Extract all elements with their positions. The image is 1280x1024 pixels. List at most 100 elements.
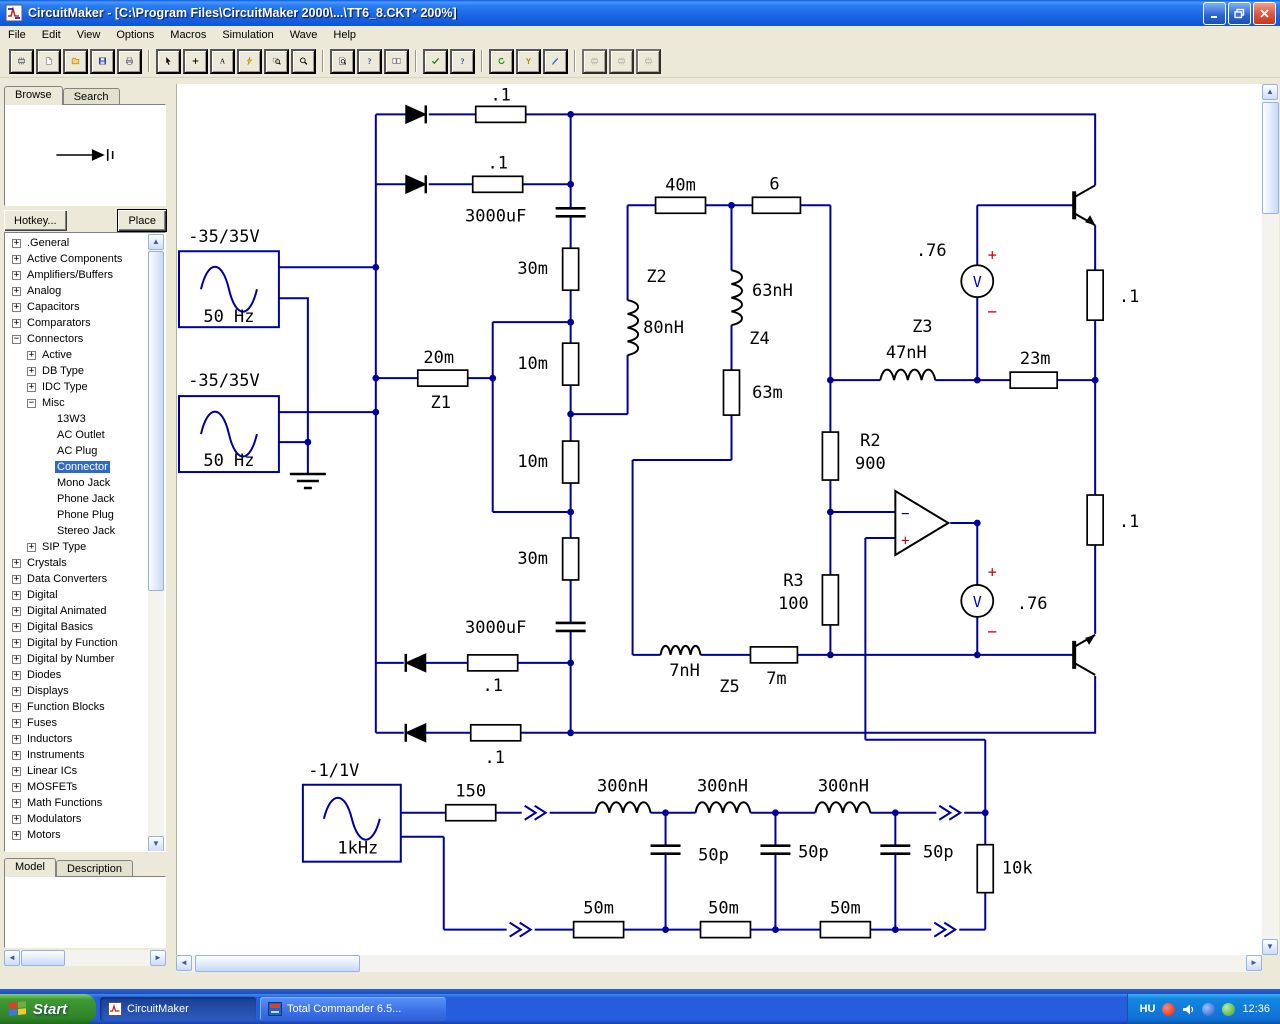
- resistor[interactable]: [654, 196, 707, 215]
- menu-help[interactable]: Help: [333, 29, 357, 41]
- tree-item-digital-animated[interactable]: +Digital Animated: [7, 603, 147, 619]
- tree-item-analog[interactable]: +Analog: [7, 283, 147, 299]
- diode[interactable]: [404, 653, 427, 673]
- canvas-vscrollbar[interactable]: ▲ ▼: [1262, 84, 1279, 955]
- tree-item-diodes[interactable]: +Diodes: [7, 667, 147, 683]
- wire-tool-button[interactable]: [183, 48, 208, 74]
- resistor[interactable]: [561, 537, 580, 581]
- multimeter-display-button[interactable]: [609, 48, 634, 74]
- expand-icon[interactable]: +: [12, 829, 21, 840]
- save-file-button[interactable]: [90, 48, 115, 74]
- resistor[interactable]: [561, 247, 580, 292]
- resistor[interactable]: [444, 803, 497, 822]
- transistor-pnp[interactable]: [1072, 634, 1096, 676]
- resistor[interactable]: [1086, 494, 1104, 546]
- voltmeter[interactable]: [960, 584, 995, 618]
- run-simulation-button[interactable]: [543, 48, 568, 74]
- expand-icon[interactable]: +: [12, 301, 21, 312]
- resistor[interactable]: [466, 654, 519, 672]
- tree-item-linear-ics[interactable]: +Linear ICs: [7, 763, 147, 779]
- tree-item-motors[interactable]: +Motors: [7, 827, 147, 843]
- collapse-icon[interactable]: −: [12, 333, 21, 344]
- ac-source-1khz[interactable]: [301, 783, 402, 863]
- tree-item-digital-by-number[interactable]: +Digital by Number: [7, 651, 147, 667]
- tree-item-math-functions[interactable]: +Math Functions: [7, 795, 147, 811]
- close-button[interactable]: [1253, 1, 1276, 25]
- resistor[interactable]: [821, 574, 840, 626]
- fit-to-page-button[interactable]: [330, 48, 355, 74]
- restore-button[interactable]: [1228, 1, 1251, 25]
- expand-icon[interactable]: +: [12, 797, 21, 808]
- tree-item-displays[interactable]: +Displays: [7, 683, 147, 699]
- resistor[interactable]: [469, 723, 522, 742]
- context-help-button[interactable]: ?: [450, 48, 475, 74]
- expand-icon[interactable]: +: [12, 269, 21, 280]
- scroll-right-icon[interactable]: ►: [1246, 955, 1262, 971]
- tree-item-sip-type[interactable]: +SIP Type: [7, 539, 147, 555]
- menu-options[interactable]: Options: [116, 29, 155, 41]
- tree-item-digital-by-function[interactable]: +Digital by Function: [7, 635, 147, 651]
- zoom-tool-button[interactable]: [291, 48, 316, 74]
- help-button[interactable]: ?: [357, 48, 382, 74]
- expand-icon[interactable]: +: [27, 541, 36, 552]
- start-button[interactable]: Start: [0, 994, 96, 1024]
- tab-browse[interactable]: Browse: [4, 86, 63, 105]
- menu-macros[interactable]: Macros: [170, 29, 207, 41]
- tree-item-data-converters[interactable]: +Data Converters: [7, 571, 147, 587]
- resistor[interactable]: [471, 175, 524, 194]
- tree-item-db-type[interactable]: +DB Type: [7, 363, 147, 379]
- resistor[interactable]: [722, 369, 741, 416]
- expand-icon[interactable]: +: [12, 813, 21, 824]
- tree-item-13w3[interactable]: 13W3: [7, 411, 147, 427]
- tree-item-modulators[interactable]: +Modulators: [7, 811, 147, 827]
- diode[interactable]: [405, 104, 428, 125]
- tray-status-icon[interactable]: [1222, 1002, 1236, 1016]
- tree-item-function-blocks[interactable]: +Function Blocks: [7, 699, 147, 715]
- voltmeter[interactable]: [960, 264, 995, 299]
- tree-item-capacitors[interactable]: +Capacitors: [7, 299, 147, 315]
- scroll-up-icon[interactable]: ▲: [148, 234, 164, 250]
- canvas-hscrollbar[interactable]: ◄ ►: [176, 955, 1262, 972]
- expand-icon[interactable]: +: [12, 557, 21, 568]
- ac-source-50hz-2[interactable]: [177, 395, 280, 474]
- collapse-icon[interactable]: −: [27, 397, 36, 408]
- tree-item--general[interactable]: +.General: [7, 235, 147, 251]
- tree-item-digital[interactable]: +Digital: [7, 587, 147, 603]
- tree-item-connector[interactable]: Connector: [7, 459, 147, 475]
- hotkey-button[interactable]: Hotkey...: [4, 210, 67, 231]
- tab-description[interactable]: Description: [55, 860, 133, 877]
- expand-icon[interactable]: +: [12, 701, 21, 712]
- tree-item-mono-jack[interactable]: Mono Jack: [7, 475, 147, 491]
- expand-icon[interactable]: +: [27, 365, 36, 376]
- expand-icon[interactable]: +: [12, 605, 21, 616]
- diode[interactable]: [405, 174, 428, 195]
- inductor[interactable]: [594, 269, 937, 813]
- resistor[interactable]: [416, 369, 469, 387]
- place-button[interactable]: Place: [117, 209, 167, 232]
- scroll-up-icon[interactable]: ▲: [1262, 84, 1278, 100]
- expand-icon[interactable]: +: [12, 621, 21, 632]
- tree-item-phone-plug[interactable]: Phone Plug: [7, 507, 147, 523]
- capacitor[interactable]: [555, 206, 911, 855]
- resistor[interactable]: [819, 920, 872, 939]
- transistor-npn[interactable]: [1072, 184, 1096, 227]
- select-tool-button[interactable]: [156, 48, 181, 74]
- expand-icon[interactable]: +: [12, 237, 21, 248]
- tree-item-connectors[interactable]: −Connectors: [7, 331, 147, 347]
- menu-simulation[interactable]: Simulation: [222, 29, 274, 41]
- expand-icon[interactable]: +: [12, 653, 21, 664]
- tree-item-amplifiers-buffers[interactable]: +Amplifiers/Buffers: [7, 267, 147, 283]
- tree-item-stereo-jack[interactable]: Stereo Jack: [7, 523, 147, 539]
- tree-item-idc-type[interactable]: +IDC Type: [7, 379, 147, 395]
- expand-icon[interactable]: +: [12, 573, 21, 584]
- sidebar-hscrollbar[interactable]: ◄ ►: [4, 950, 166, 966]
- zoom-select-button[interactable]: [264, 48, 289, 74]
- resistor[interactable]: [561, 440, 580, 484]
- tree-item-fuses[interactable]: +Fuses: [7, 715, 147, 731]
- tree-item-active-components[interactable]: +Active Components: [7, 251, 147, 267]
- resistor[interactable]: [821, 431, 840, 481]
- minimize-button[interactable]: [1203, 1, 1226, 25]
- logic-display-button[interactable]: [636, 48, 661, 74]
- expand-icon[interactable]: +: [27, 381, 36, 392]
